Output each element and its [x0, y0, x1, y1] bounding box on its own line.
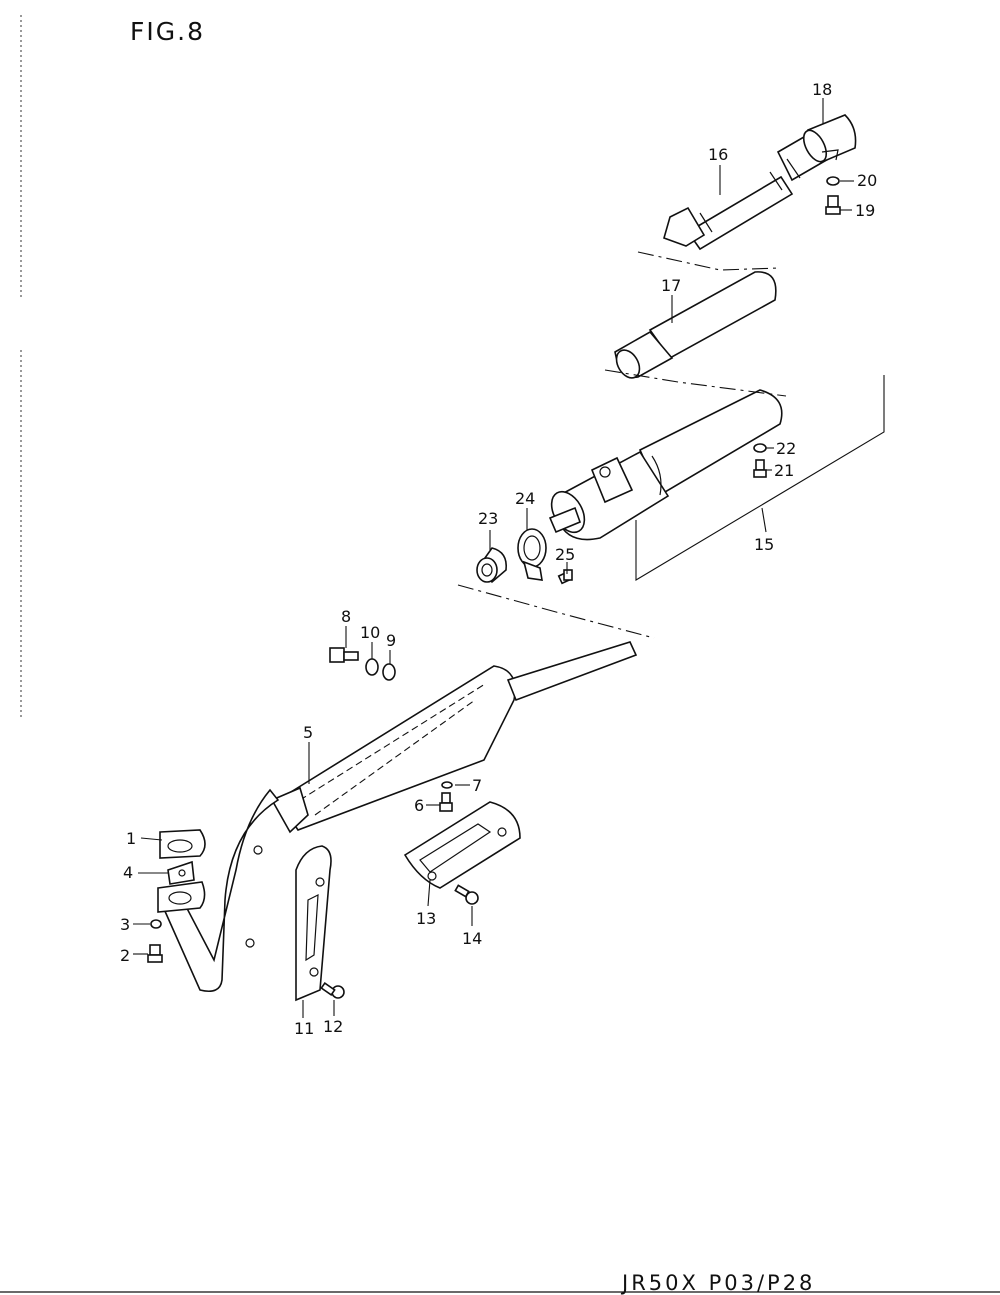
part-12-screw	[320, 981, 345, 999]
callout-11: 11	[294, 1019, 314, 1038]
part-9-washer	[382, 663, 396, 681]
callout-3: 3	[120, 915, 130, 934]
exhaust-flange	[157, 881, 206, 913]
callout-22: 22	[776, 439, 796, 458]
assembly-line	[604, 369, 787, 397]
callout-16: 16	[708, 145, 728, 164]
callout-5: 5	[303, 723, 313, 742]
callout-13: 13	[416, 909, 436, 928]
part-22-washer	[753, 443, 767, 453]
part-4-gasket	[167, 860, 195, 885]
footer-model-code: JR50X P03/P28	[620, 1271, 815, 1295]
exhaust-head-pipe	[158, 788, 280, 993]
part-15-silencer	[548, 389, 783, 541]
part-17-muffler-inner	[614, 271, 777, 379]
part-21-bolt	[753, 459, 767, 478]
callout-10: 10	[360, 623, 380, 642]
callout-2: 2	[120, 946, 130, 965]
callout-9: 9	[386, 631, 396, 650]
part-13-heat-shield	[403, 801, 521, 889]
part-6-bolt	[439, 792, 453, 812]
part-1-gasket	[159, 829, 206, 859]
callout-8: 8	[341, 607, 351, 626]
callout-23: 23	[478, 509, 498, 528]
figure-title: FIG.8	[130, 17, 205, 46]
part-23-sleeve	[476, 547, 508, 584]
part-11-heat-shield	[295, 845, 332, 1002]
part-18-end-cap	[802, 114, 857, 164]
part-3-nut	[150, 919, 162, 929]
callout-6: 6	[414, 796, 424, 815]
callout-14: 14	[462, 929, 482, 948]
part-20-washer	[826, 176, 840, 186]
assembly-line	[637, 251, 781, 271]
leader-lines	[133, 98, 854, 1018]
callout-18: 18	[812, 80, 832, 99]
part-2-bolt	[147, 944, 163, 963]
callout-24: 24	[515, 489, 535, 508]
callout-21: 21	[774, 461, 794, 480]
part-25-bolt	[557, 569, 573, 585]
callout-20: 20	[857, 171, 877, 190]
callout-19: 19	[855, 201, 875, 220]
part-19-bolt	[825, 195, 841, 215]
callout-15: 15	[754, 535, 774, 554]
group-15-bracket	[635, 375, 885, 581]
callout-12: 12	[323, 1017, 343, 1036]
part-24-clamp	[517, 528, 547, 581]
part-14-screw	[454, 884, 479, 905]
callout-25: 25	[555, 545, 575, 564]
callout-17: 17	[661, 276, 681, 295]
callout-1: 1	[126, 829, 136, 848]
callout-4: 4	[123, 863, 133, 882]
callout-7: 7	[472, 776, 482, 795]
part-10-washer	[365, 658, 379, 676]
part-7-nut	[441, 781, 453, 789]
assembly-line	[457, 584, 655, 639]
part-8-bolt	[329, 647, 359, 663]
part-5-expansion-chamber	[270, 641, 638, 834]
